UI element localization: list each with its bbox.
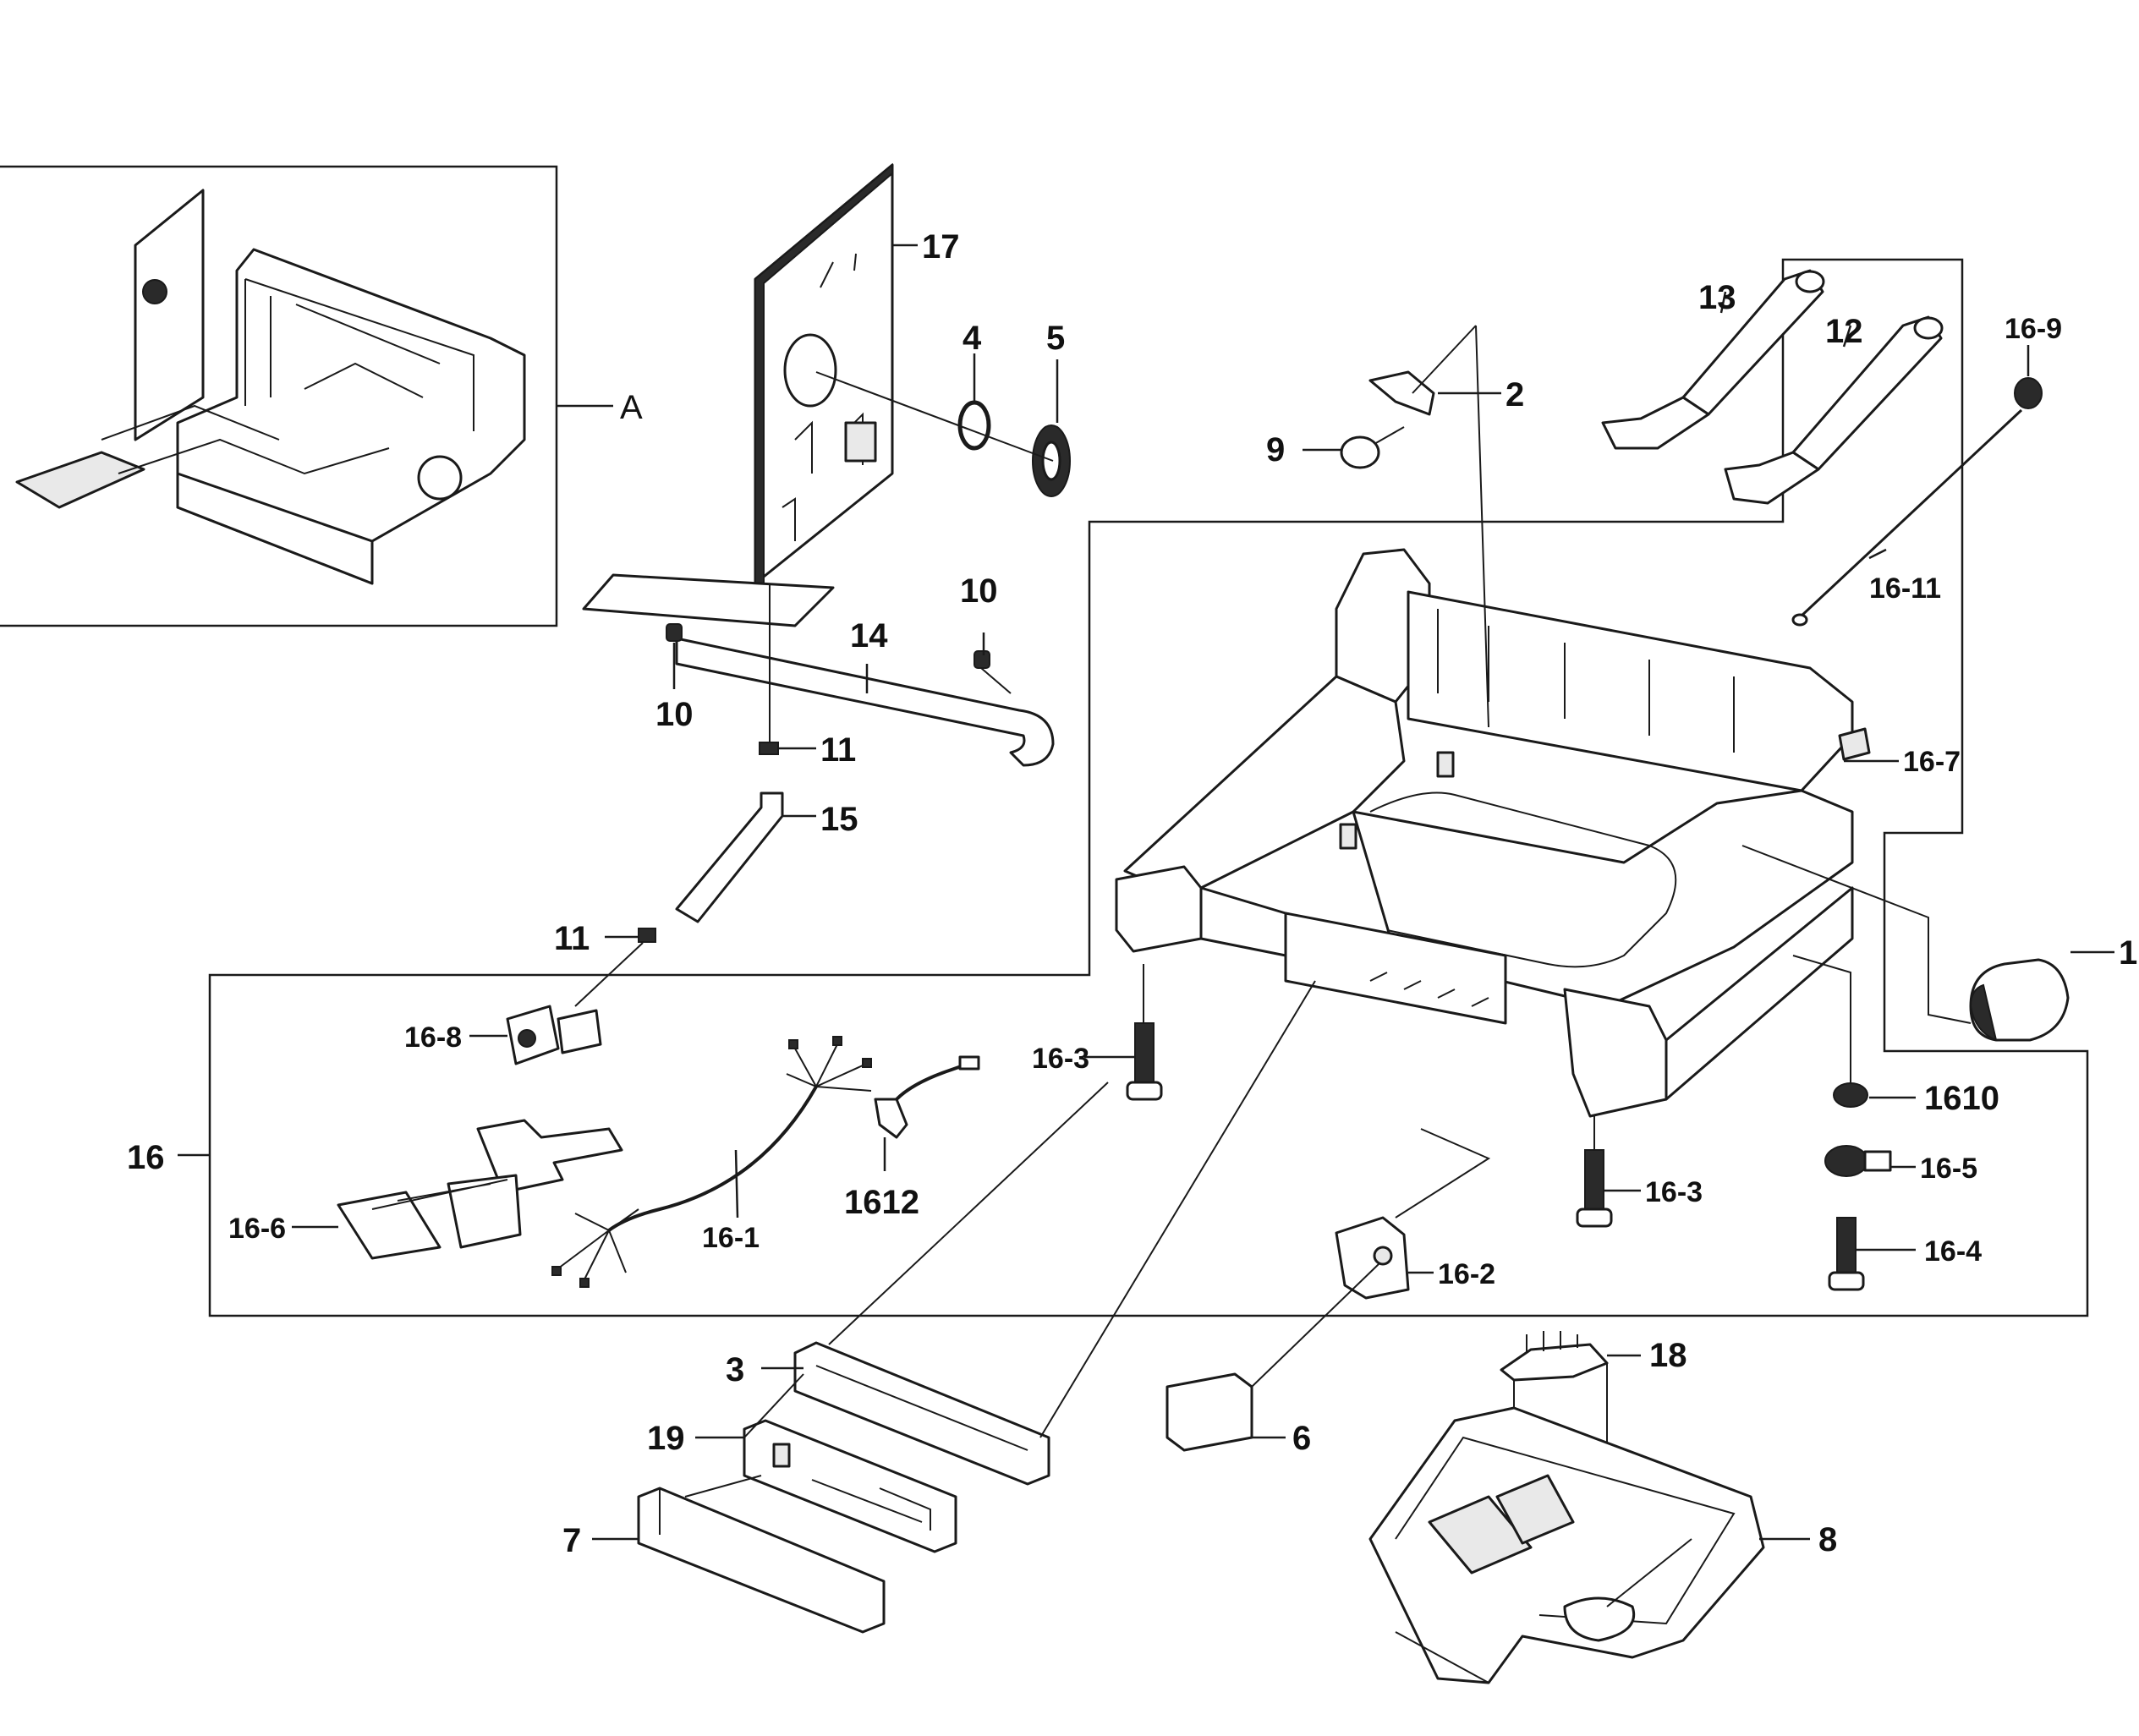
part-1612-harness: [874, 1055, 980, 1139]
callout-3: 3: [726, 1351, 744, 1388]
part-14-hose-panel: [582, 573, 835, 627]
callout-16-11: 16-11: [1869, 572, 1941, 605]
callout-10-left: 10: [655, 696, 694, 733]
part-16-6-flat-cable: [337, 1119, 623, 1260]
leader-lines: [178, 244, 2114, 1541]
part-16-11-rod: [1798, 408, 2023, 619]
callout-16-2: 16-2: [1438, 1258, 1495, 1290]
part-11-clip-lower: [638, 928, 656, 943]
callout-6: 6: [1292, 1420, 1311, 1457]
callout-5: 5: [1046, 320, 1065, 357]
callout-16-7: 16-7: [1903, 746, 1961, 778]
part-16-1-wire-harness: [551, 1036, 872, 1288]
part-9-clip: [1340, 426, 1405, 469]
part-16-4-foot: [1828, 1217, 1865, 1291]
callout-10-right: 10: [960, 572, 998, 610]
part-2-latch: [1368, 370, 1435, 416]
callout-12: 12: [1825, 313, 1863, 350]
callout-16-1: 16-1: [702, 1222, 760, 1254]
part-1-motor: [1969, 958, 2070, 1042]
part-11-clip-upper: [759, 742, 779, 755]
callout-14: 14: [850, 617, 888, 654]
part-4-ring: [957, 400, 991, 451]
callout-16-5: 16-5: [1920, 1153, 1977, 1185]
callout-16-3-right: 16-3: [1645, 1176, 1703, 1208]
callout-17: 17: [922, 228, 960, 266]
callout-16: 16: [127, 1139, 165, 1176]
part-14-hose: [675, 637, 1055, 767]
callout-9: 9: [1266, 431, 1285, 468]
callout-18: 18: [1649, 1337, 1687, 1374]
callout-11-upper: 11: [820, 731, 856, 769]
callout-13: 13: [1698, 279, 1736, 316]
callout-16-9: 16-9: [2005, 313, 2062, 345]
part-16-3-foot-left: [1126, 1022, 1163, 1101]
assembly-a-illustration: [15, 189, 526, 585]
part-1610-nut: [1833, 1082, 1868, 1108]
callout-16-3-left: 16-3: [1032, 1043, 1089, 1075]
callout-1: 1: [2119, 934, 2137, 972]
callout-7: 7: [562, 1522, 581, 1559]
part-16-3-foot-right: [1576, 1149, 1613, 1228]
callout-16-8: 16-8: [404, 1021, 462, 1054]
part-18-fitting: [1500, 1331, 1609, 1382]
part-3-front-panel: [793, 1341, 1050, 1486]
part-19-control-board: [743, 1419, 957, 1553]
callout-4: 4: [963, 320, 982, 357]
frame-assembly-16: [208, 258, 2089, 1317]
callout-1612: 1612: [844, 1184, 919, 1221]
callout-labels: 17 4 5 2 9 13 12 16-9 16-11 16-7 1 A 10 …: [127, 228, 2137, 1559]
callout-2: 2: [1506, 376, 1524, 413]
callout-16-6: 16-6: [228, 1213, 286, 1245]
part-16-7-connector: [1838, 727, 1871, 761]
part-16-9-cap: [2014, 377, 2043, 409]
callout-8: 8: [1818, 1521, 1837, 1558]
part-15-hose: [675, 791, 784, 923]
part-8-sump: [1368, 1406, 1765, 1684]
callout-19: 19: [647, 1420, 685, 1457]
part-13-hose: [1601, 269, 1825, 450]
part-7-control-housing: [637, 1487, 886, 1634]
part-6-cover: [1165, 1372, 1253, 1452]
callout-1610: 1610: [1924, 1080, 1999, 1117]
part-16-5-leveler: [1824, 1145, 1892, 1177]
callout-a: A: [620, 389, 643, 426]
part-12-hose: [1724, 315, 1944, 505]
callout-11-lower: 11: [554, 920, 590, 957]
part-10-clamp-left: [666, 623, 683, 642]
frame-assembly-a: [0, 165, 558, 627]
part-16-base-frame: [1115, 548, 1854, 1118]
part-16-2-bracket: [1335, 1216, 1410, 1300]
part-16-8-valve: [506, 942, 644, 1065]
callout-15: 15: [820, 801, 858, 838]
callout-16-4: 16-4: [1924, 1235, 1982, 1268]
part-10-clamp-right: [974, 650, 990, 669]
